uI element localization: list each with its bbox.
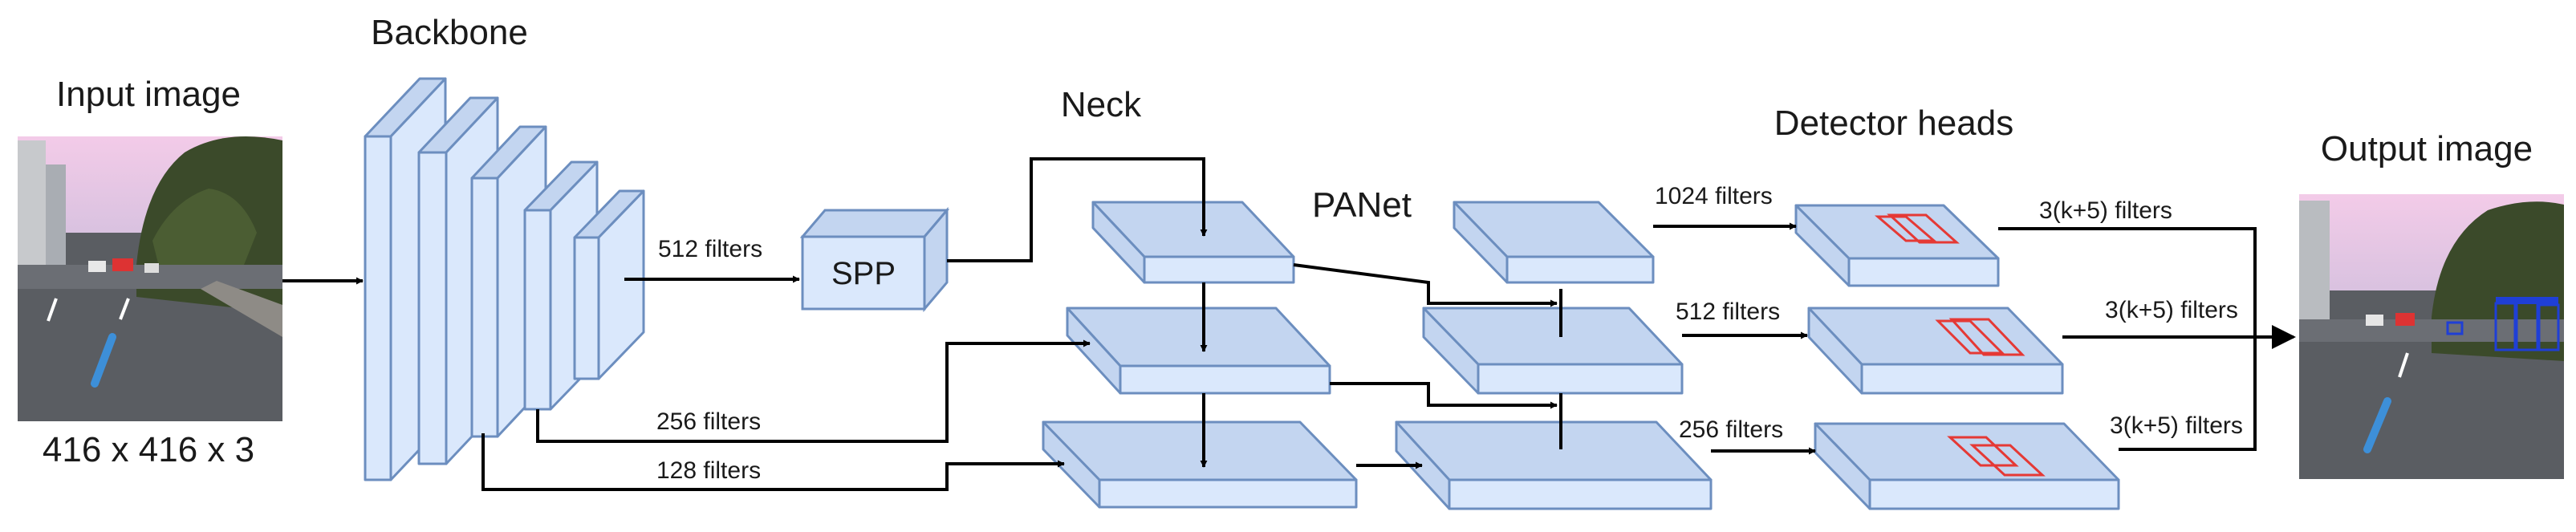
head2-bbox-a <box>1935 319 2005 355</box>
filters-512-backbone-label: 512 filters <box>658 236 762 262</box>
arrow-spp-to-neck <box>947 157 1208 262</box>
backbone-layer-front <box>523 209 552 411</box>
filters-512-head-label: 512 filters <box>1676 298 1780 325</box>
arrow-head3-to-output <box>2119 337 2257 451</box>
head-2-output-label: 3(k+5) filters <box>2105 297 2238 323</box>
panet-block-mid-front <box>1477 363 1684 395</box>
head-1-output-label: 3(k+5) filters <box>2039 197 2172 224</box>
neck-block-bottom-front <box>1098 478 1358 509</box>
panet-block-top-side <box>1453 201 1509 284</box>
neck-block-top-front <box>1143 255 1295 284</box>
backbone-layer-front <box>364 135 392 481</box>
arrow-256-to-neck <box>536 339 1091 443</box>
neck-block-top-side <box>1091 201 1146 284</box>
head1-bbox-b <box>1887 213 1960 244</box>
panet-block-top-front <box>1505 255 1655 284</box>
arrow-neck-top-to-panet <box>1293 263 1558 307</box>
head-block-3-side <box>1814 422 1871 510</box>
panet-block-mid <box>1422 307 1684 395</box>
spp-label: SPP <box>831 256 896 291</box>
arrow-head1-to-output <box>1998 227 2257 337</box>
neck-block-mid-side <box>1066 307 1122 395</box>
head-block-2 <box>1807 307 2064 395</box>
head-bbox-overlays <box>1874 213 2046 477</box>
spp-block <box>799 206 950 313</box>
backbone-stack <box>364 77 645 481</box>
panet-block-bottom-front <box>1448 478 1713 510</box>
neck-block-bottom <box>1042 420 1358 509</box>
backbone-title: Backbone <box>371 13 528 52</box>
detector-heads-title: Detector heads <box>1774 104 2013 143</box>
arrow-128-to-neck <box>481 433 1065 491</box>
head-block-1-front <box>1847 257 2000 287</box>
panet-block-bottom-side <box>1395 420 1451 510</box>
head3-bbox-b <box>1969 444 2046 477</box>
output-photo <box>2299 194 2564 479</box>
head-3-output-label: 3(k+5) filters <box>2110 412 2243 439</box>
input-photo <box>18 136 282 421</box>
backbone-layer-front <box>417 151 448 465</box>
backbone-layer-5 <box>573 189 645 380</box>
filters-256-head-label: 256 filters <box>1679 416 1783 443</box>
neck-block-mid <box>1066 307 1331 395</box>
connectors <box>481 157 2296 491</box>
neck-block-bottom-side <box>1042 420 1101 509</box>
panet-title: PANet <box>1312 185 1412 225</box>
panet-block-bottom <box>1395 420 1713 510</box>
filters-1024-head-label: 1024 filters <box>1655 183 1773 209</box>
head-block-2-side <box>1807 307 1863 395</box>
neck-block-mid-front <box>1119 364 1331 395</box>
panet-block-mid-side <box>1422 307 1480 395</box>
filters-128-backbone-label: 128 filters <box>656 457 761 484</box>
backbone-layer-front <box>573 236 600 380</box>
head3-bbox-a <box>1947 436 2019 467</box>
panet-block-bottom-top <box>1395 420 1713 481</box>
head-block-2-front <box>1860 363 2064 395</box>
head-block-3-front <box>1868 478 2120 510</box>
panet-block-top <box>1453 201 1655 284</box>
arrow-neck-mid-to-panet <box>1330 382 1558 409</box>
head2-bbox-b <box>1948 318 2025 356</box>
neck-panet-head-blocks <box>1042 201 2120 510</box>
head1-bbox-a <box>1874 215 1938 242</box>
input-dims-label: 416 x 416 x 3 <box>43 430 254 469</box>
output-image-title: Output image <box>2321 129 2533 169</box>
filters-256-backbone-label: 256 filters <box>656 408 761 435</box>
neck-block-top <box>1091 201 1295 284</box>
backbone-layer-front <box>470 177 499 438</box>
input-image-title: Input image <box>56 75 241 114</box>
neck-title: Neck <box>1061 85 1142 124</box>
